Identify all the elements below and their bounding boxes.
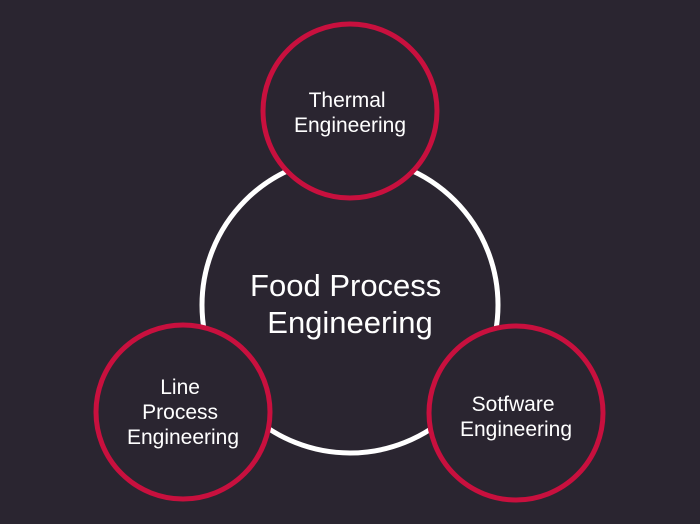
- satellite-thermal-ring: [260, 21, 440, 201]
- satellite-software-line-1: Sotfware: [472, 393, 555, 416]
- satellite-software-ring: [426, 323, 606, 503]
- satellite-thermal: Thermal Engineering: [260, 21, 440, 201]
- satellite-line-process-line-2: Process: [142, 401, 218, 424]
- center-label-line-2: Engineering: [267, 305, 432, 340]
- satellite-line-process-line-3: Engineering: [127, 426, 239, 449]
- satellite-line-process-ring: [93, 322, 273, 502]
- satellite-thermal-label: Thermal Engineering: [294, 89, 406, 137]
- satellite-line-process-label: Line Process Engineering: [127, 376, 239, 449]
- satellite-line-process-line-1: Line: [160, 376, 200, 399]
- satellite-thermal-line-1: Thermal: [309, 89, 386, 112]
- satellite-software: Sotfware Engineering: [426, 323, 606, 503]
- satellite-line-process: Line Process Engineering: [93, 322, 273, 502]
- satellite-thermal-line-2: Engineering: [294, 114, 406, 137]
- satellite-software-label: Sotfware Engineering: [460, 393, 572, 441]
- center-node: Food Process Engineering: [199, 154, 501, 456]
- center-label: Food Process Engineering: [250, 268, 450, 340]
- satellite-software-line-2: Engineering: [460, 418, 572, 441]
- center-label-line-1: Food Process: [250, 268, 441, 303]
